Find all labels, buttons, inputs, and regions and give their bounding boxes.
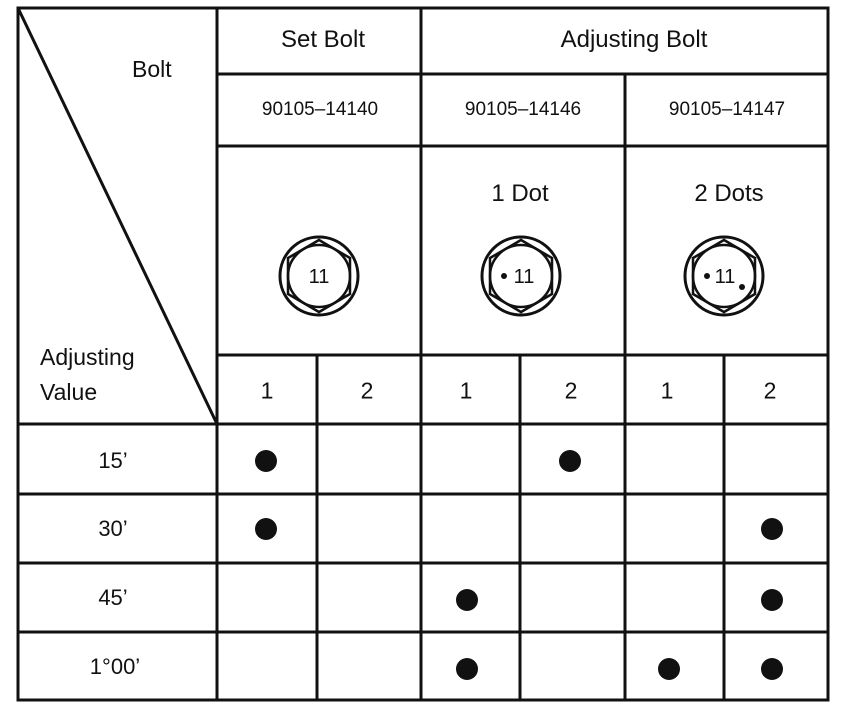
part-number-2-dots: 90105–14147 — [668, 99, 786, 120]
one-dot-bolt-head-icon: 11 — [480, 235, 562, 317]
corner-adjusting-label: Adjusting — [40, 344, 135, 370]
check-dot — [255, 450, 277, 472]
check-dot — [658, 658, 680, 680]
check-dot — [761, 589, 783, 611]
subcol-1dot-2: 2 — [564, 377, 578, 404]
one-dot-bolt-head-number: 11 — [514, 266, 535, 288]
corner-bolt-label: Bolt — [132, 56, 172, 82]
row-value-30: 30’ — [98, 516, 128, 541]
check-dot — [456, 658, 478, 680]
corner-value-label: Value — [40, 379, 98, 405]
check-dot — [456, 589, 478, 611]
row-value-15: 15’ — [98, 448, 128, 473]
subcol-2dots-2: 2 — [763, 377, 777, 404]
marking-2-dots: 2 Dots — [694, 180, 764, 207]
row-value-45: 45’ — [98, 585, 128, 610]
set-bolt-head-number: 11 — [309, 266, 330, 288]
subcol-2dots-1: 1 — [660, 377, 674, 404]
subcol-set-1: 1 — [260, 377, 274, 404]
two-dots-bolt-head-number: 11 — [715, 266, 736, 288]
check-dot — [255, 518, 277, 540]
subcol-set-2: 2 — [360, 377, 374, 404]
set-bolt-head-icon: 11 — [278, 235, 360, 317]
check-dot — [761, 658, 783, 680]
check-dot — [761, 518, 783, 540]
adjusting-bolt-header: Adjusting Bolt — [560, 26, 708, 53]
check-dot — [559, 450, 581, 472]
set-bolt-header: Set Bolt — [280, 26, 366, 53]
row-value-1-00: 1°00’ — [89, 654, 141, 679]
marking-1-dot: 1 Dot — [491, 180, 549, 207]
two-dots-bolt-head-icon: 11 — [683, 235, 765, 317]
part-number-set: 90105–14140 — [261, 99, 379, 120]
part-number-1-dot: 90105–14146 — [464, 99, 582, 120]
subcol-1dot-1: 1 — [459, 377, 473, 404]
